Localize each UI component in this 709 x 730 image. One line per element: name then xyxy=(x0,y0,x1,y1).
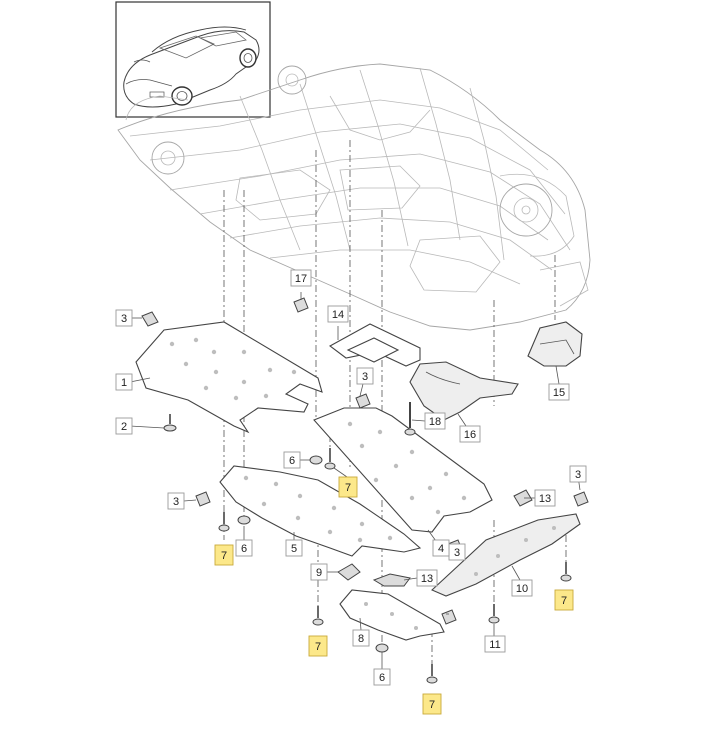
part-9-clip xyxy=(337,563,361,581)
callout-4-text: 4 xyxy=(438,543,444,555)
clip-3 xyxy=(141,311,159,327)
callout-1-text: 1 xyxy=(121,377,127,389)
callout-3-text: 3 xyxy=(121,313,127,325)
screw-2 xyxy=(163,414,177,432)
callout-18: 18 xyxy=(424,412,446,430)
callout-17: 17 xyxy=(290,269,312,287)
callout-14-text: 14 xyxy=(332,309,344,321)
callout-3: 3 xyxy=(356,367,374,385)
callout-15: 15 xyxy=(548,383,570,401)
part-10-side-panel-right xyxy=(431,513,581,597)
callout-3: 3 xyxy=(115,309,133,327)
callout-3-text: 3 xyxy=(454,547,460,559)
callout-5: 5 xyxy=(285,539,303,557)
part-13-clip-lower xyxy=(372,573,411,587)
callout-6: 6 xyxy=(283,451,301,469)
part-13-clip-upper xyxy=(513,489,533,507)
vehicle-thumbnail xyxy=(115,1,271,118)
callout-10: 10 xyxy=(511,579,533,597)
callout-13-text: 13 xyxy=(539,493,551,505)
part-16-heat-shield xyxy=(409,361,519,421)
callout-14: 14 xyxy=(327,305,349,323)
callout-6-text: 6 xyxy=(241,543,247,555)
part-18-bolt xyxy=(404,402,416,436)
callout-13: 13 xyxy=(534,489,556,507)
callout-9: 9 xyxy=(310,563,328,581)
part-15-cover xyxy=(527,321,583,367)
callout-5-text: 5 xyxy=(291,543,297,555)
callout-11-text: 11 xyxy=(489,639,500,651)
callout-3-text: 3 xyxy=(575,469,581,481)
part-4-center-underbody-panel xyxy=(313,407,493,533)
callout-7-text: 7 xyxy=(221,550,227,562)
callout-3-text: 3 xyxy=(173,496,179,508)
callout-16-text: 16 xyxy=(464,429,476,441)
callout-8: 8 xyxy=(352,629,370,647)
vehicle-underbody xyxy=(117,63,591,331)
part-17-clip xyxy=(293,297,309,313)
callout-7-text: 7 xyxy=(345,482,351,494)
callout-7: 7 xyxy=(214,544,234,566)
callout-6-text: 6 xyxy=(379,672,385,684)
callout-8-text: 8 xyxy=(358,633,364,645)
callout-16: 16 xyxy=(459,425,481,443)
callout-2: 2 xyxy=(115,417,133,435)
part-14-bracket xyxy=(328,323,421,367)
callout-labels: 1 2 3 3 3 3 3 4 5 6 6 6 7 7 7 7 7 8 9 10… xyxy=(115,269,587,715)
part-8-rear-panel xyxy=(339,589,445,641)
callout-9-text: 9 xyxy=(316,567,322,579)
callout-3-text: 3 xyxy=(362,371,368,383)
callout-3: 3 xyxy=(448,543,466,561)
callout-13: 13 xyxy=(416,569,438,587)
callout-7-text: 7 xyxy=(429,699,435,711)
callout-7-text: 7 xyxy=(561,595,567,607)
callout-6-text: 6 xyxy=(289,455,295,467)
callout-7: 7 xyxy=(422,693,442,715)
callout-15-text: 15 xyxy=(553,387,565,399)
part-5-side-underbody-panel xyxy=(219,465,422,557)
part-1-front-underbody-panel xyxy=(135,321,323,434)
callout-10-text: 10 xyxy=(516,583,528,595)
callout-17-text: 17 xyxy=(295,273,307,285)
callout-6: 6 xyxy=(235,539,253,557)
callout-4: 4 xyxy=(432,539,450,557)
callout-7-text: 7 xyxy=(315,641,321,653)
callout-2-text: 2 xyxy=(121,421,127,433)
callout-6: 6 xyxy=(373,668,391,686)
callout-18-text: 18 xyxy=(429,416,441,428)
callout-11: 11 xyxy=(484,635,506,653)
callout-7: 7 xyxy=(554,589,574,611)
callout-13-text: 13 xyxy=(421,573,433,585)
callout-3: 3 xyxy=(167,492,185,510)
callout-7: 7 xyxy=(338,476,358,498)
callout-1: 1 xyxy=(115,373,133,391)
callout-3: 3 xyxy=(569,465,587,483)
callout-7: 7 xyxy=(308,635,328,657)
